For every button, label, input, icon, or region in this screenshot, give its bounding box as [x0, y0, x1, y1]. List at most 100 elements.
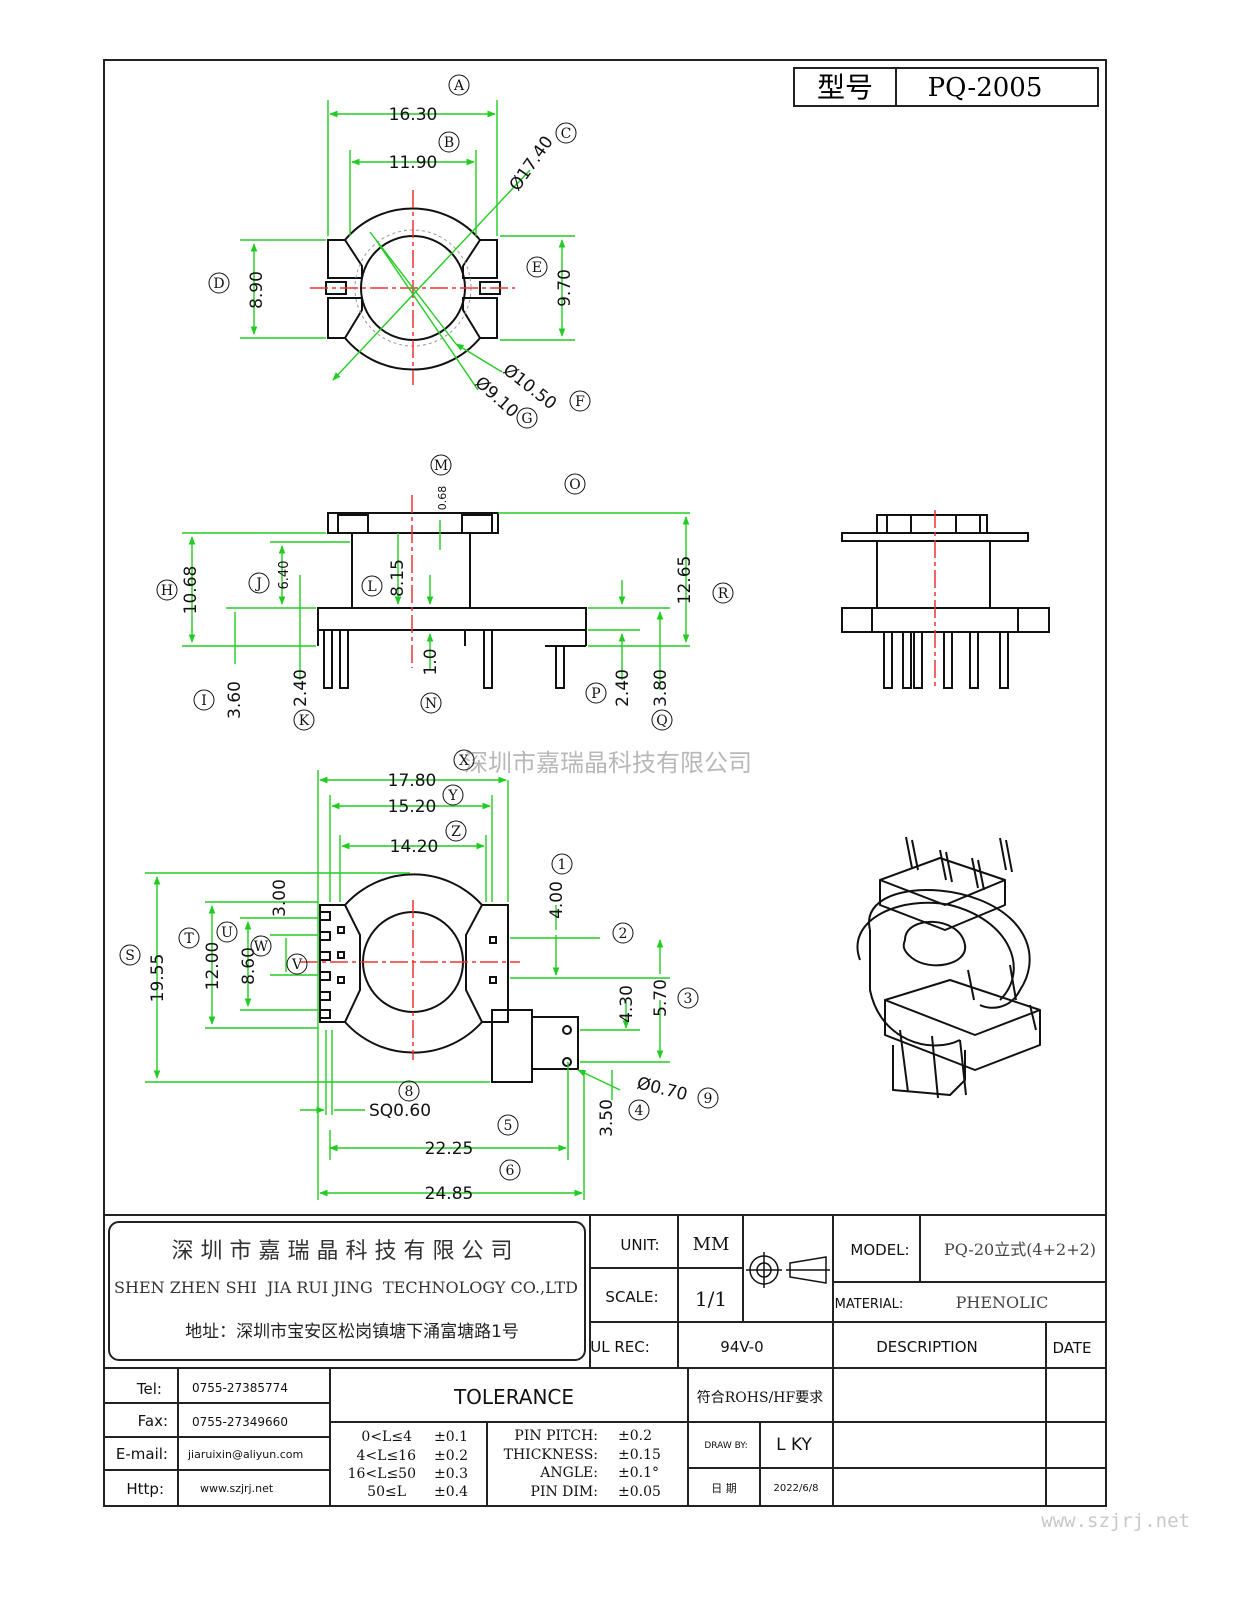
marker-p: P [585, 682, 607, 704]
company-name-en: SHEN ZHEN SHI JIA RUI JING TECHNOLOGY CO… [114, 1278, 578, 1297]
scale-label: SCALE: [605, 1288, 658, 1306]
dim-d: 8.90 [247, 271, 267, 309]
marker-j: J [248, 572, 270, 594]
dim-8: SQ0.60 [369, 1101, 431, 1121]
marker-q: Q [651, 709, 673, 731]
footer-url: www.szjrj.net [1041, 1510, 1190, 1532]
dim-z: 14.20 [390, 837, 439, 857]
tel-value: 0755-27385774 [192, 1381, 288, 1395]
model-title-label: 型号 [817, 71, 873, 104]
svg-text:U: U [221, 925, 233, 941]
marker-g: G [516, 407, 538, 429]
tolerance-title: TOLERANCE [453, 1385, 574, 1409]
marker-u: U [216, 921, 238, 943]
svg-text:N: N [425, 696, 437, 712]
top-view: 16.30 11.90 Ø17.40 8.90 9.70 Ø10.50 Ø9.1… [208, 74, 591, 429]
model-value: PQ-20立式(4+2+2) [944, 1240, 1096, 1259]
rohs-note: 符合ROHS/HF要求 [697, 1390, 823, 1406]
tolerance-block: TOLERANCE 0<L≤4 ±0.1 4<L≤16 ±0.2 16<L≤50… [348, 1385, 661, 1500]
approval-date-value: 2022/6/8 [774, 1483, 819, 1494]
fax-label: Fax: [138, 1412, 168, 1430]
svg-text:5: 5 [504, 1118, 513, 1134]
dim-u: 8.60 [239, 947, 259, 985]
drawing-border [103, 59, 1107, 1507]
dim-e: 9.70 [555, 269, 575, 307]
unit-value: MM [693, 1234, 730, 1255]
dim-4: 3.50 [597, 1099, 617, 1137]
email-label: E-mail: [116, 1445, 168, 1463]
param-name-2: ANGLE: [539, 1465, 598, 1481]
marker-9: 9 [697, 1087, 719, 1109]
svg-text:G: G [521, 411, 532, 427]
marker-d: D [208, 272, 230, 294]
front-view [841, 510, 1050, 690]
svg-text:2: 2 [619, 926, 628, 942]
dim-3b: 4.30 [617, 985, 637, 1023]
model-title-box: 型号 PQ-2005 [793, 67, 1099, 107]
marker-y: Y [442, 784, 464, 806]
dim-i: 3.60 [225, 681, 245, 719]
date-label: DATE [1052, 1339, 1091, 1357]
model-title-value: PQ-2005 [928, 73, 1043, 103]
svg-text:1: 1 [558, 857, 567, 873]
marker-o: O [564, 473, 586, 495]
approval-date-label: 日 期 [711, 1482, 737, 1495]
ulrec-value: 94V-0 [720, 1338, 763, 1356]
draw-by-value: L KY [776, 1435, 812, 1455]
projection-symbol-icon [746, 1252, 830, 1288]
marker-x: X [453, 749, 475, 771]
dim-x: 17.80 [388, 771, 437, 791]
dim-h: 10.68 [181, 566, 201, 615]
svg-text:E: E [532, 260, 542, 276]
svg-text:3: 3 [684, 991, 693, 1007]
svg-text:F: F [575, 394, 585, 410]
svg-text:A: A [453, 78, 465, 94]
marker-f: F [569, 390, 591, 412]
dim-3a: 5.70 [651, 979, 671, 1017]
svg-text:T: T [184, 931, 194, 947]
marker-8: 8 [398, 1080, 420, 1102]
dim-c: Ø17.40 [506, 133, 558, 195]
svg-text:R: R [718, 586, 729, 602]
fax-value: 0755-27349660 [192, 1415, 288, 1429]
svg-text:H: H [161, 583, 173, 599]
marker-t: T [178, 927, 200, 949]
svg-text:6: 6 [506, 1163, 515, 1179]
svg-text:8: 8 [405, 1084, 414, 1100]
marker-r: R [712, 582, 734, 604]
approval-block: 符合ROHS/HF要求 DRAW BY: L KY 日 期 2022/6/8 [697, 1390, 823, 1495]
svg-text:J: J [254, 576, 262, 592]
svg-text:L: L [367, 579, 376, 595]
svg-text:Z: Z [451, 824, 461, 840]
svg-text:M: M [434, 458, 448, 474]
dim-s: 19.55 [148, 954, 168, 1003]
dim-l: 8.15 [388, 559, 408, 597]
contact-block: Tel: 0755-27385774 Fax: 0755-27349660 E-… [116, 1380, 303, 1498]
marker-6: 6 [499, 1159, 521, 1181]
dim-k: 2.40 [291, 669, 311, 707]
svg-text:4: 4 [635, 1103, 644, 1119]
material-label: MATERIAL: [835, 1297, 904, 1312]
ulrec-label: UL REC: [590, 1338, 650, 1356]
svg-text:X: X [459, 753, 469, 769]
svg-text:S: S [125, 948, 135, 964]
marker-k: K [293, 709, 315, 731]
tolerance-range-0: 0<L≤4 [361, 1429, 412, 1445]
param-name-3: PIN DIM: [531, 1484, 598, 1500]
svg-text:K: K [299, 713, 310, 729]
watermark: 深圳市嘉瑞晶科技有限公司 [464, 749, 752, 777]
bottom-view: 17.80 15.20 14.20 4.00 3.00 19.55 12.00 … [119, 749, 719, 1204]
marker-1: 1 [551, 853, 573, 875]
tel-label: Tel: [136, 1380, 162, 1398]
dim-1: 4.00 [547, 881, 567, 919]
tolerance-value-2: ±0.3 [434, 1466, 468, 1482]
svg-text:V: V [291, 957, 303, 973]
description-label: DESCRIPTION [876, 1338, 978, 1356]
marker-4: 4 [628, 1099, 650, 1121]
marker-c: C [555, 122, 577, 144]
isometric-view [856, 836, 1041, 1099]
marker-b: B [438, 131, 460, 153]
svg-text:D: D [213, 276, 224, 292]
marker-m: M [430, 454, 452, 476]
